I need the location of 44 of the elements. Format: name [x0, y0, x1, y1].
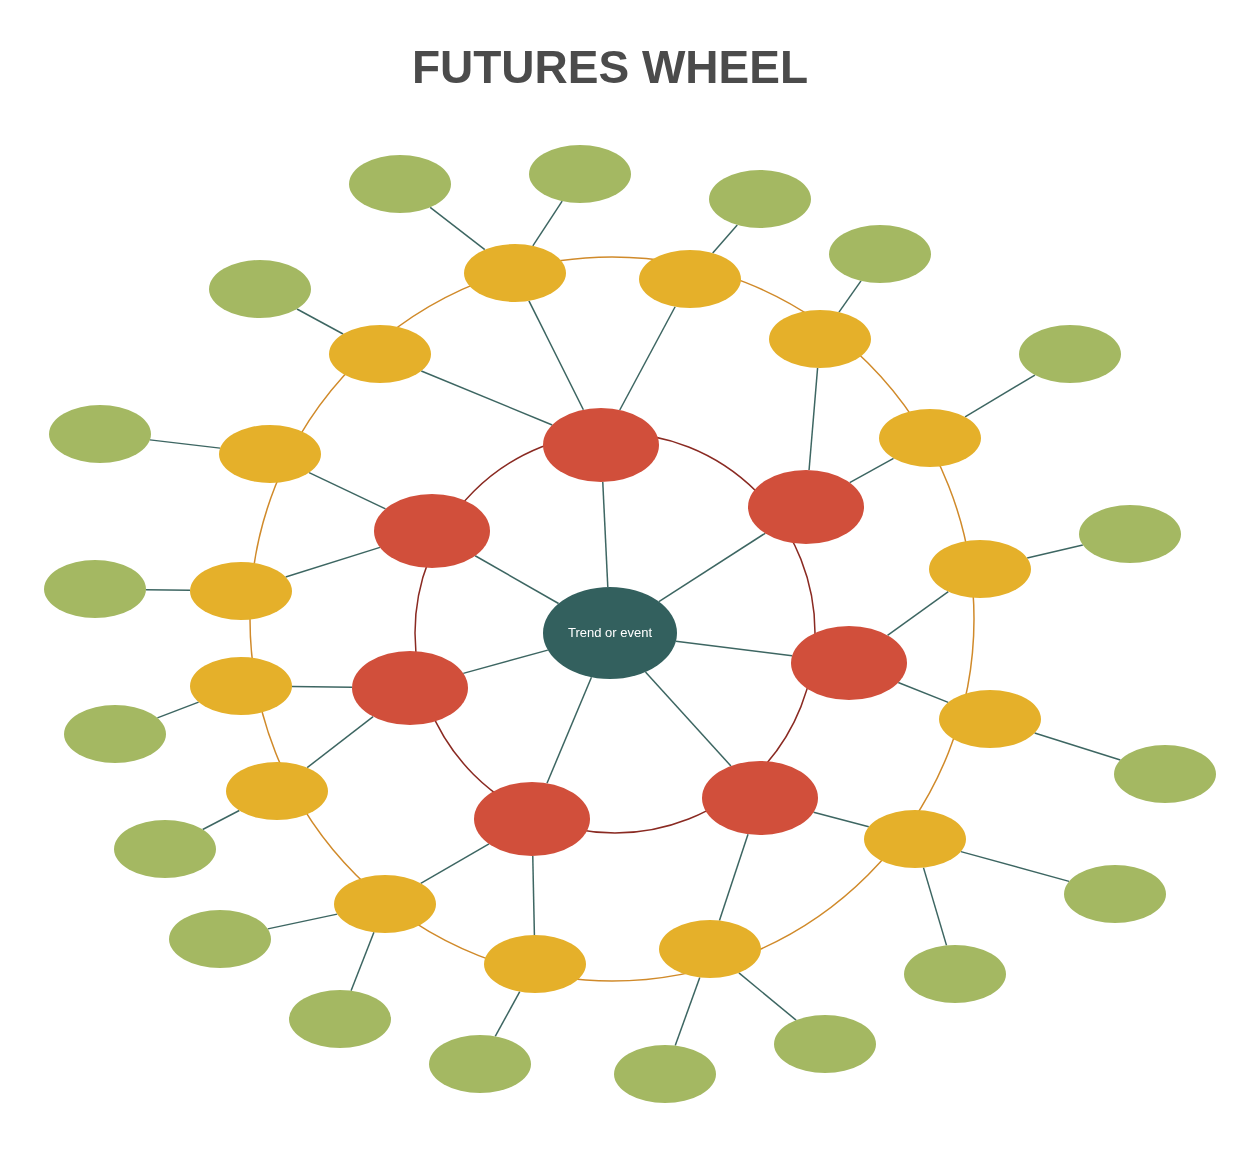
connector-line — [848, 457, 895, 484]
connector-line — [149, 439, 221, 449]
connector-line — [602, 481, 609, 588]
connector-line — [838, 280, 862, 313]
second-order-ellipse — [769, 310, 871, 368]
connector-line — [306, 715, 374, 769]
connector-line — [494, 990, 521, 1038]
connector-line — [964, 374, 1036, 418]
connector-line — [674, 976, 701, 1047]
connector-line — [201, 809, 241, 831]
connector-line — [711, 224, 739, 254]
connector-line — [429, 206, 486, 251]
connector-line — [532, 200, 563, 247]
connector-line — [619, 306, 676, 411]
connector-line — [420, 843, 490, 885]
node-label: Trend or event — [567, 624, 653, 642]
connector-line — [886, 591, 950, 637]
connector-line — [960, 850, 1070, 883]
connector-line — [922, 866, 948, 947]
connector-line — [738, 972, 797, 1021]
connector-line — [546, 676, 593, 784]
connector-line — [644, 671, 732, 767]
connector-line — [1033, 732, 1122, 761]
connector-line — [156, 701, 200, 719]
connector-line — [675, 640, 793, 657]
connector-line — [658, 532, 766, 603]
connector-line — [532, 855, 536, 936]
title: FUTURES WHEEL — [410, 44, 810, 90]
connector-line — [296, 308, 344, 335]
connector-line — [474, 555, 560, 605]
connector-line — [284, 546, 381, 578]
connector-line — [420, 370, 553, 426]
connector-line — [462, 649, 549, 675]
connector-line — [267, 913, 338, 930]
connector-line — [350, 931, 375, 992]
connector-line — [718, 833, 749, 922]
connector-line — [1026, 544, 1084, 559]
connector-line — [897, 681, 949, 704]
connector-line — [145, 588, 191, 592]
connector-line — [812, 811, 870, 828]
connector-line — [808, 367, 819, 471]
connector-line — [528, 300, 585, 411]
connector-line — [308, 471, 387, 510]
connector-line — [291, 685, 353, 689]
